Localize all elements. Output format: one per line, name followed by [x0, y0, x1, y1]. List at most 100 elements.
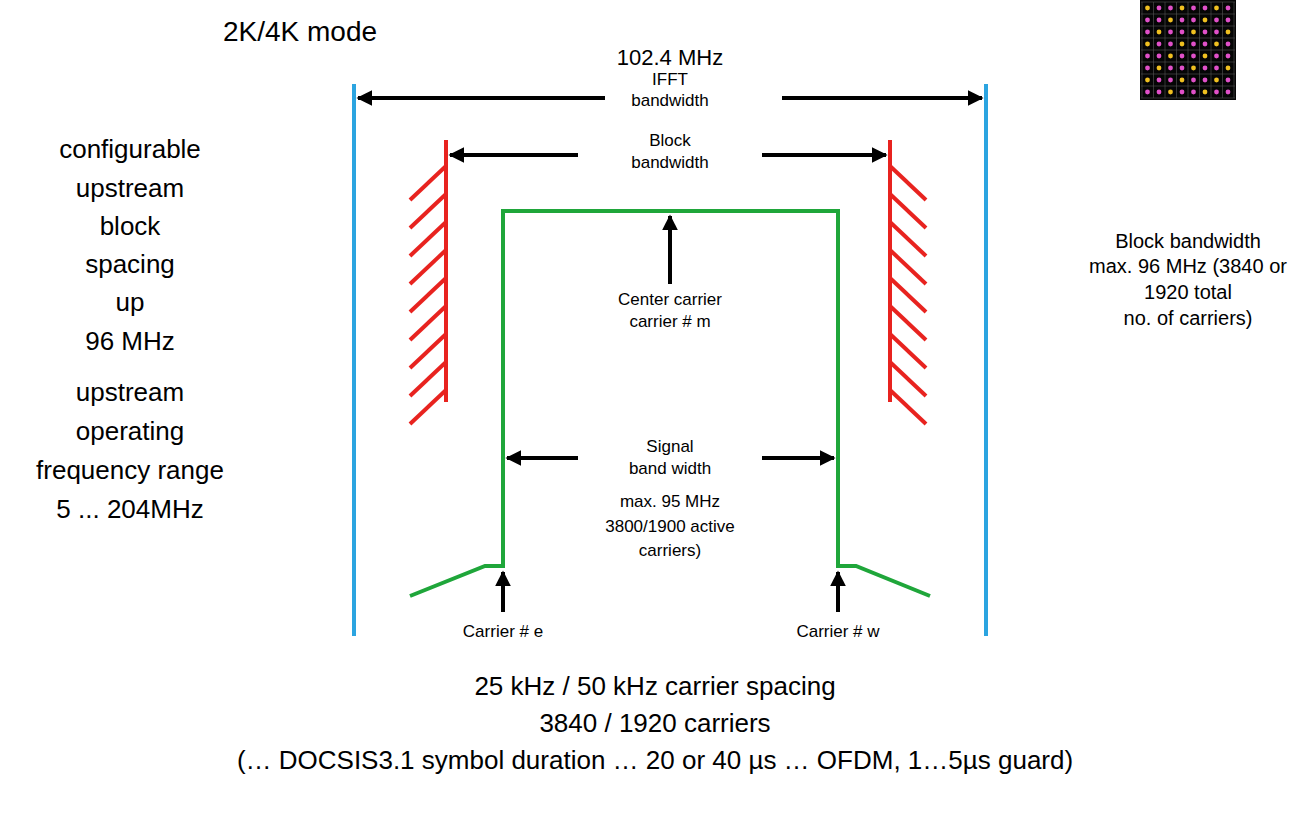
constellation-dot — [1203, 6, 1208, 11]
constellation-dot — [1214, 30, 1219, 35]
constellation-dot — [1203, 30, 1208, 35]
constellation-dot — [1157, 78, 1162, 83]
constellation-dot — [1168, 42, 1173, 47]
pointer-label: Carrier # w — [796, 623, 879, 642]
constellation-dot — [1157, 30, 1162, 35]
constellation-dot — [1145, 90, 1150, 95]
constellation-dot — [1203, 54, 1208, 59]
grid-line — [1141, 62, 1235, 63]
ifft-limit — [984, 84, 988, 636]
dimension-arrow — [358, 96, 605, 100]
mode-title: 2K/4K mode — [223, 17, 377, 48]
hatch-line — [410, 166, 446, 200]
constellation-dot — [1214, 54, 1219, 59]
constellation-dot — [1157, 54, 1162, 59]
dimension-arrow — [782, 96, 982, 100]
pointer-label: Carrier # e — [463, 623, 543, 642]
constellation-points — [1141, 2, 1235, 98]
grid-line — [1141, 26, 1235, 27]
dimension-label: Signal — [646, 438, 693, 457]
hatch-line — [890, 222, 926, 256]
constellation-dot — [1226, 54, 1231, 59]
side-note: configurable — [59, 135, 201, 164]
hatch-line — [890, 194, 926, 228]
constellation-dot — [1203, 90, 1208, 95]
constellation-dot — [1157, 42, 1162, 47]
dimension-arrow — [450, 153, 578, 157]
constellation-dot — [1226, 18, 1231, 23]
hatch-line — [410, 362, 446, 396]
constellation-dot — [1145, 54, 1150, 59]
side-note: frequency range — [36, 456, 224, 485]
hatch-line — [410, 250, 446, 284]
hatch-line — [410, 222, 446, 256]
constellation-dot — [1226, 90, 1231, 95]
constellation-dot — [1226, 30, 1231, 35]
side-note: up — [116, 288, 145, 317]
constellation-dot — [1168, 18, 1173, 23]
constellation-dot — [1145, 18, 1150, 23]
constellation-dot — [1180, 42, 1185, 47]
grid-line — [1141, 74, 1235, 75]
hatch-line — [890, 362, 926, 396]
note-text: carriers) — [639, 542, 701, 561]
constellation-dot — [1226, 66, 1231, 71]
side-note: block — [100, 212, 161, 241]
pointer-label: carrier # m — [629, 313, 710, 332]
constellation-dot — [1145, 6, 1150, 11]
hatch-line — [890, 390, 926, 424]
constellation-dot — [1180, 54, 1185, 59]
constellation-dot — [1191, 18, 1196, 23]
note-text: max. 95 MHz — [620, 493, 720, 512]
constellation-dot — [1191, 78, 1196, 83]
side-note: 1920 total — [1144, 281, 1232, 303]
dimension-label: IFFT — [652, 71, 688, 90]
constellation-dot — [1145, 66, 1150, 71]
dimension-label: band width — [629, 460, 711, 479]
constellation-dot — [1191, 90, 1196, 95]
constellation-dot — [1214, 66, 1219, 71]
constellation-dot — [1145, 78, 1150, 83]
constellation-dot — [1180, 90, 1185, 95]
constellation-dot — [1157, 6, 1162, 11]
grid-line — [1141, 2, 1235, 3]
constellation-dot — [1157, 66, 1162, 71]
constellation-dot — [1180, 30, 1185, 35]
hatch-line — [890, 306, 926, 340]
hatch-line — [890, 250, 926, 284]
dimension-arrow — [762, 456, 834, 460]
constellation-dot — [1226, 6, 1231, 11]
ifft-limit — [352, 84, 356, 636]
side-note: max. 96 MHz (3840 or — [1089, 255, 1287, 277]
side-note: upstream — [76, 378, 184, 407]
pointer-arrow — [836, 572, 840, 612]
constellation-dot — [1226, 42, 1231, 47]
constellation-dot — [1180, 66, 1185, 71]
hatch-line — [410, 306, 446, 340]
constellation-dot — [1168, 66, 1173, 71]
constellation-dot — [1191, 30, 1196, 35]
constellation-dot — [1191, 42, 1196, 47]
hatch-line — [410, 194, 446, 228]
grid-line — [1141, 50, 1235, 51]
constellation-dot — [1168, 78, 1173, 83]
side-note: 96 MHz — [85, 327, 175, 356]
dimension-label: Block — [649, 132, 691, 151]
constellation-dot — [1203, 78, 1208, 83]
constellation-dot — [1145, 42, 1150, 47]
pointer-label: Center carrier — [618, 291, 722, 310]
constellation-dot — [1214, 90, 1219, 95]
pointer-arrow — [501, 572, 505, 612]
grid-line — [1141, 86, 1235, 87]
constellation-dot — [1157, 18, 1162, 23]
hatch-line — [410, 278, 446, 312]
constellation-dot — [1168, 90, 1173, 95]
dimension-arrow — [507, 456, 578, 460]
hatch-line — [890, 334, 926, 368]
dimension-label: 102.4 MHz — [617, 46, 723, 70]
pointer-arrow — [668, 216, 672, 284]
constellation-dot — [1203, 66, 1208, 71]
note-text: 3800/1900 active — [605, 518, 735, 537]
constellation-dot — [1157, 90, 1162, 95]
constellation-dot — [1203, 42, 1208, 47]
